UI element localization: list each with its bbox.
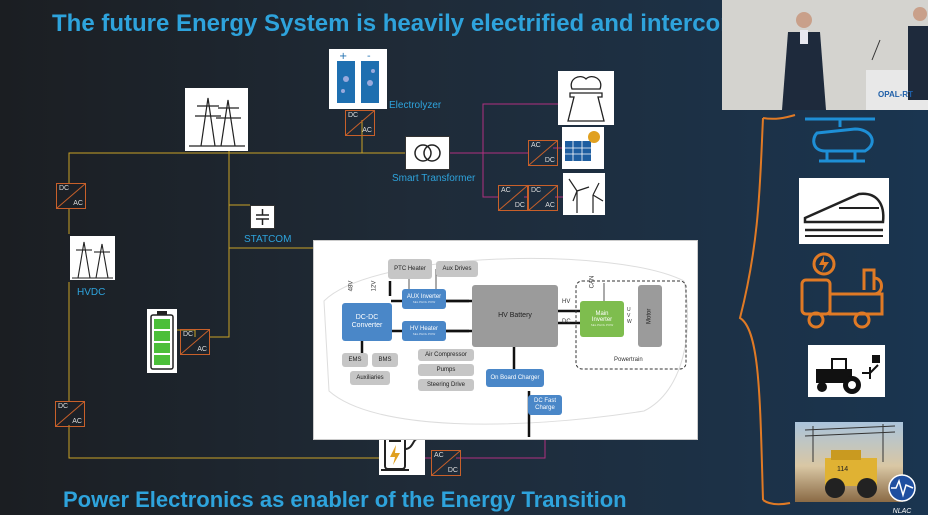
converter-charger: AC DC [431, 450, 461, 476]
label-can-right: CAN [589, 275, 596, 289]
nlac-logo: NLAC [886, 473, 918, 515]
converter-bottom-label: DC [514, 202, 525, 209]
converter-bottom-label: AC [72, 418, 82, 425]
electrolyzer-label: Electrolyzer [389, 100, 442, 111]
converter-top-label: DC [348, 112, 359, 119]
converter-hvdc-bottom: DC AC [55, 401, 85, 427]
converter-wind-2: DC AC [528, 185, 558, 211]
wind-turbine-icon [563, 173, 605, 215]
hvdc-tower-icon [70, 236, 115, 280]
label-12v: 12V [371, 280, 378, 292]
converter-hvdc-top: DC AC [56, 183, 86, 209]
label-hv: HV [562, 299, 571, 305]
vehicle-architecture-panel: PTC Heater Aux Drives DC-DC Converter 48… [313, 240, 698, 440]
motor-label: Motor [646, 308, 653, 324]
air-compressor-block: Air Compressor [418, 349, 474, 361]
statcom-icon [250, 205, 275, 229]
power-plant-icon [558, 71, 614, 125]
hv-battery-block: HV Battery [472, 285, 558, 347]
statcom-label: STATCOM [244, 234, 292, 245]
dcdc-converter-block: DC-DC Converter [342, 303, 392, 341]
solar-panel-icon [562, 127, 604, 169]
converter-top-label: AC [434, 452, 444, 459]
converter-bottom-label: DC [544, 157, 555, 164]
main-inverter-label: Main Inverter [591, 310, 613, 324]
converter-bottom-label: DC [447, 467, 458, 474]
slide-subtitle: Power Electronics as enabler of the Ener… [63, 487, 627, 512]
svg-text:+: + [339, 51, 347, 62]
svg-text:-: - [367, 51, 371, 62]
converter-solar: AC DC [528, 140, 558, 166]
hv-heater-sub: SEL PHOL POW [412, 331, 436, 336]
converter-top-label: DC [531, 187, 542, 194]
smart-transformer-label: Smart Transformer [392, 173, 476, 184]
steering-drive-block: Steering Drive [418, 379, 474, 391]
aux-inverter-sub: SEL PHOL POW [412, 299, 436, 304]
opal-rt-logo: OPAL-RT [878, 90, 913, 99]
electrolyzer-icon: + - [329, 49, 387, 109]
power-tower-icon [185, 88, 248, 151]
truck-number: 114 [837, 466, 849, 473]
aux-inverter-label: AUX Inverter [406, 294, 442, 301]
smart-transformer-icon [405, 136, 450, 170]
main-inverter-sub: SEL PHOL POW [590, 322, 614, 327]
main-inverter-block: Main Inverter SEL PHOL POW [580, 301, 624, 337]
ptc-heater-block: PTC Heater [388, 259, 432, 279]
hv-heater-label: HV Heater [409, 326, 438, 333]
nlac-logo-text: NLAC [892, 508, 912, 515]
pumps-block: Pumps [418, 364, 474, 376]
electric-tractor-icon [808, 345, 885, 397]
on-board-charger-block: On Board Charger [486, 369, 544, 387]
aux-inverter-block: AUX Inverter SEL PHOL POW [402, 289, 446, 309]
converter-bottom-label: AC [73, 200, 83, 207]
mining-truck-photo: 114 [795, 422, 903, 502]
converter-battery: DC AC [180, 329, 210, 355]
electric-truck-icon [798, 250, 890, 332]
label-dc: DC [562, 319, 571, 325]
converter-top-label: DC [183, 331, 194, 338]
train-icon [799, 178, 889, 244]
dc-fast-charge-block: DC Fast Charge [528, 395, 562, 415]
powertrain-label: Powertrain [614, 357, 643, 363]
converter-top-label: AC [501, 187, 511, 194]
converter-wind-1: AC DC [498, 185, 528, 211]
converter-top-label: DC [58, 403, 69, 410]
aux-drives-block: Aux Drives [436, 261, 478, 277]
label-48v: 48V [348, 280, 355, 292]
speaker-video: OPAL-RT [722, 0, 928, 110]
converter-bottom-label: AC [362, 127, 372, 134]
ems-block: EMS [342, 353, 368, 367]
label-uvw: U V W [627, 307, 632, 325]
hv-heater-block: HV Heater SEL PHOL POW [402, 321, 446, 341]
hvdc-label: HVDC [77, 287, 106, 298]
motor-block: Motor [638, 285, 662, 347]
converter-top-label: AC [531, 142, 541, 149]
converter-bottom-label: AC [545, 202, 555, 209]
battery-icon [147, 309, 177, 373]
auxiliaries-block: Auxiliaries [350, 371, 390, 385]
converter-bottom-label: AC [197, 346, 207, 353]
converter-top-label: DC [59, 185, 70, 192]
bms-block: BMS [372, 353, 398, 367]
slide-title: The future Energy System is heavily elec… [52, 10, 735, 37]
converter-electrolyzer: DC AC [345, 110, 375, 136]
helicopter-icon [795, 113, 885, 168]
